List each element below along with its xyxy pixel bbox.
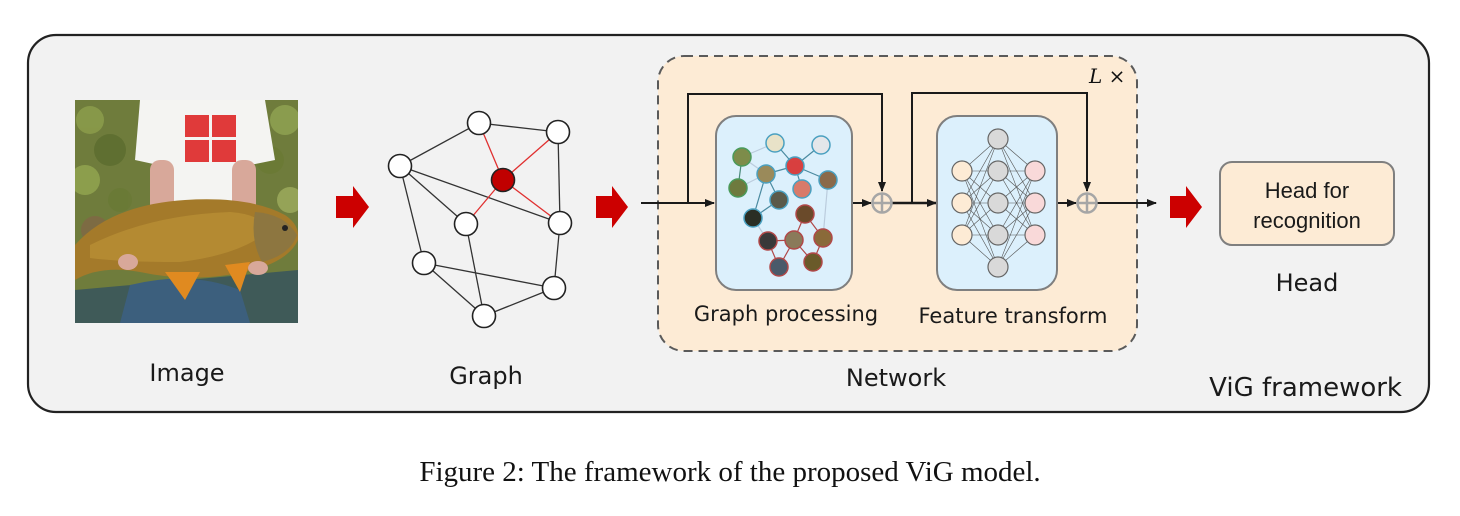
graph-edge — [478, 122, 559, 133]
mlp-diagram — [951, 128, 1046, 278]
red-arrow-icon — [596, 186, 628, 228]
graph-node — [466, 110, 492, 136]
mlp-neuron — [987, 160, 1009, 182]
patch-thumbnail — [733, 183, 743, 193]
mlp-connection — [997, 170, 1036, 236]
graph-processing-label: Graph processing — [694, 302, 878, 326]
graph-edge — [399, 165, 425, 264]
graph-edge — [399, 165, 561, 224]
graph-edge — [423, 262, 555, 289]
patch-thumbnail — [797, 184, 807, 194]
mlp-neuron — [1024, 160, 1046, 182]
input-image — [75, 100, 298, 323]
add-icon — [1076, 192, 1098, 214]
mlp-neuron — [987, 128, 1009, 150]
mlp-connection — [961, 138, 999, 236]
patch-thumbnail — [774, 262, 784, 272]
patch-thumbnail — [816, 140, 826, 150]
mlp-neuron — [1024, 192, 1046, 214]
patch-thumbnail — [748, 213, 758, 223]
patch-thumbnail — [790, 161, 800, 171]
mlp-connection — [997, 170, 1036, 268]
graph-label: Graph — [449, 362, 523, 390]
framework-label: ViG framework — [1209, 373, 1402, 403]
graph-edge — [557, 131, 561, 224]
patch-thumbnail — [763, 236, 773, 246]
skip-connection-2 — [911, 92, 1091, 203]
patch-thumbnail — [761, 169, 771, 179]
mlp-neuron — [987, 256, 1009, 278]
graph-node — [471, 303, 497, 329]
mlp-neuron — [951, 224, 973, 246]
mlp-neuron — [951, 160, 973, 182]
patch-thumbnail — [789, 235, 799, 245]
head-module-label-line1: Head for — [1265, 178, 1349, 203]
graph-processing-graph — [728, 133, 838, 277]
skip-connection-1 — [687, 93, 886, 203]
head-label: Head — [1276, 269, 1339, 297]
graph-node — [547, 210, 573, 236]
mlp-neuron — [987, 192, 1009, 214]
network-label: Network — [846, 364, 946, 392]
graph-node — [387, 153, 413, 179]
graph-node — [411, 250, 437, 276]
graph-node — [453, 211, 479, 237]
patch-thumbnail — [800, 209, 810, 219]
graph-node — [545, 119, 571, 145]
red-arrow-icon — [1170, 186, 1202, 228]
mlp-neuron — [1024, 224, 1046, 246]
patch-thumbnail — [818, 233, 828, 243]
mlp-neuron — [987, 224, 1009, 246]
graph-edge — [423, 262, 485, 317]
figure-caption: Figure 2: The framework of the proposed … — [419, 456, 1041, 488]
graph-edge — [465, 223, 485, 317]
add-icon — [871, 192, 893, 214]
head-module-label-line2: recognition — [1253, 208, 1361, 233]
patch-thumbnail — [808, 257, 818, 267]
patch-thumbnail — [737, 152, 747, 162]
mlp-connection — [997, 202, 1036, 268]
graph-node — [541, 275, 567, 301]
patch-thumbnail — [823, 175, 833, 185]
red-arrow-icon — [336, 186, 369, 228]
mlp-connection — [961, 138, 999, 204]
graph-edge — [399, 122, 480, 167]
graph-edge — [399, 165, 467, 225]
patch-thumbnail — [774, 195, 784, 205]
mlp-connection — [961, 170, 999, 236]
graph-node-highlighted — [490, 167, 516, 193]
feature-transform-label: Feature transform — [919, 304, 1108, 328]
mlp-neuron — [951, 192, 973, 214]
graph-diagram — [387, 110, 573, 329]
graph-edge — [483, 287, 555, 317]
patch-thumbnail — [770, 138, 780, 148]
image-label: Image — [149, 359, 224, 387]
repeat-label: L × — [1088, 64, 1125, 88]
head-module — [1219, 161, 1395, 246]
